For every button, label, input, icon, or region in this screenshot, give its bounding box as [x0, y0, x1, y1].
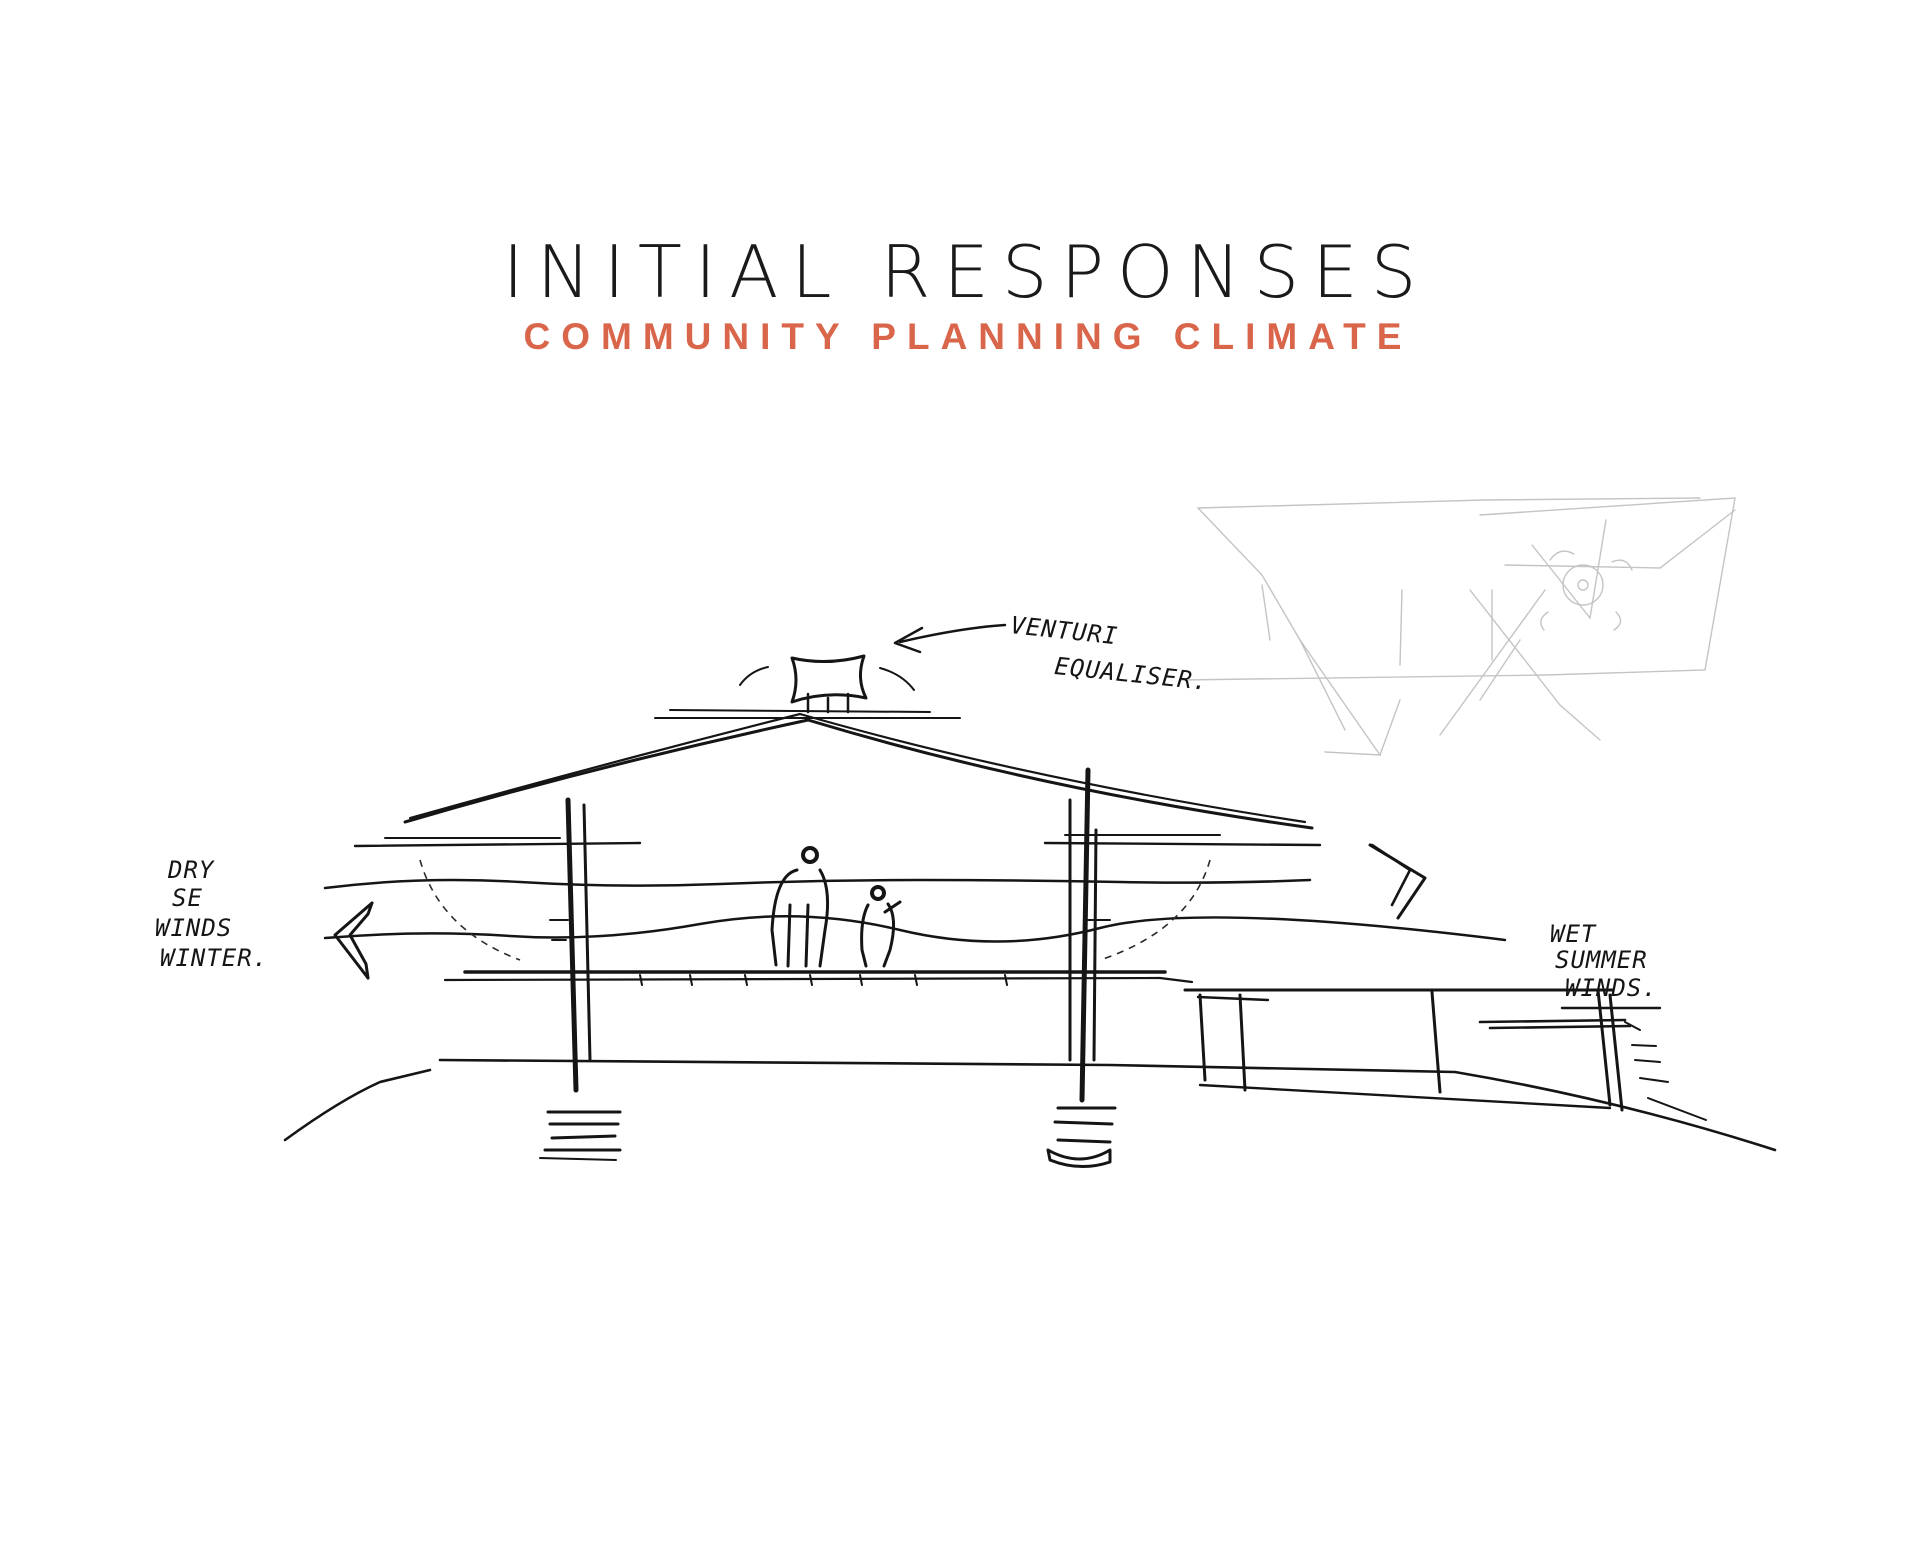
se-label: SE	[172, 884, 203, 912]
dry-winds-label: WINDS	[155, 914, 232, 942]
equaliser-label: EQUALISER.	[1053, 652, 1210, 696]
wet-winds-label: WINDS.	[1565, 974, 1658, 1002]
footings	[539, 1106, 1117, 1168]
winter-label: WINTER.	[160, 944, 268, 972]
deck	[443, 919, 1194, 986]
right-structure	[1183, 988, 1707, 1121]
pencil-sketch	[1179, 497, 1736, 756]
airflow-arcs	[419, 859, 1211, 961]
wind-lines	[323, 878, 1507, 943]
wet-label: WET	[1550, 920, 1597, 948]
dry-label: DRY	[167, 856, 215, 884]
venturi-pointer-line	[898, 623, 1007, 644]
summer-label: SUMMER	[1555, 946, 1648, 974]
page-title: INITIAL RESPONSES	[502, 230, 1430, 314]
terrain	[283, 1058, 1777, 1152]
roof	[353, 709, 1322, 848]
venturi-label: VENTURI	[1009, 611, 1119, 650]
venturi-pointer-arrow-head	[893, 626, 924, 654]
wet-winds-arrow-icon	[1368, 843, 1427, 920]
annotation-venturi: VENTURI EQUALISER.	[1009, 611, 1210, 696]
columns	[565, 767, 1098, 1103]
figures	[770, 846, 902, 968]
annotation-dry-winds: DRY SE WINDS WINTER.	[155, 856, 268, 972]
dry-winds-arrow-icon	[333, 901, 374, 980]
page-subtitle: COMMUNITY PLANNING CLIMATE	[523, 316, 1413, 357]
annotation-wet-winds: WET SUMMER WINDS.	[1550, 920, 1662, 1010]
venturi-equaliser	[739, 654, 915, 714]
